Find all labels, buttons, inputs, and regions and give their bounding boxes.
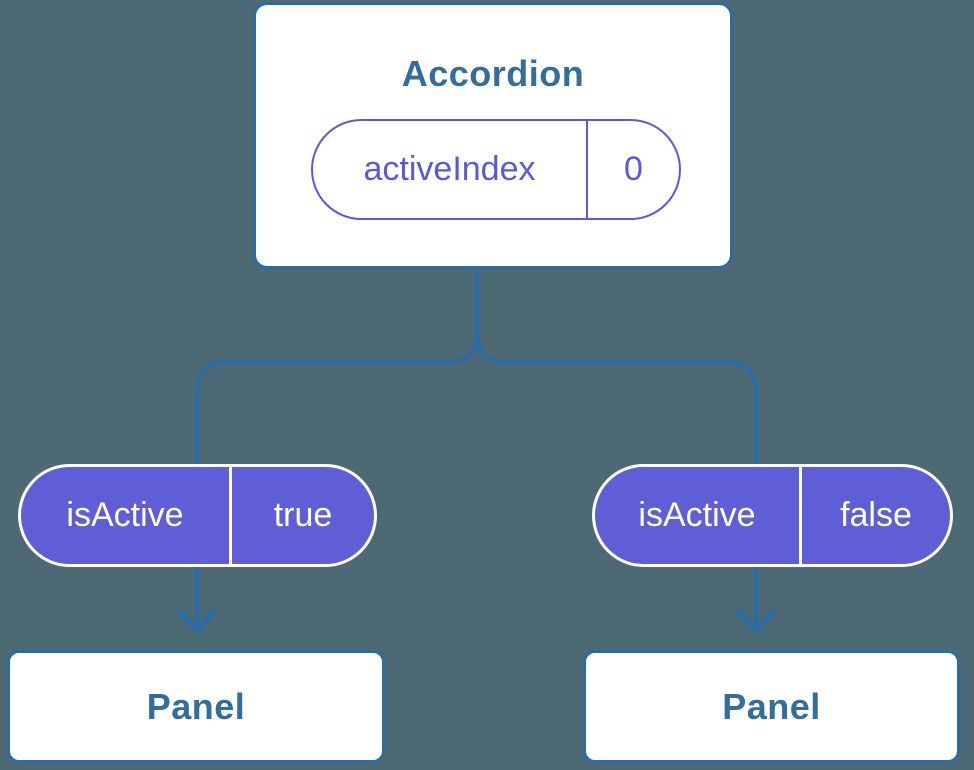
branch-line-right: [474, 264, 759, 626]
prop-value-label: true: [273, 496, 333, 534]
prop-name-label: isActive: [595, 467, 802, 564]
prop-value-label: false: [840, 496, 912, 534]
accordion-component-box: Accordion activeIndex 0: [253, 2, 733, 269]
state-pill-activeindex: activeIndex 0: [311, 119, 681, 220]
prop-pill-isactive-false: isActive false: [592, 464, 953, 567]
branch-line-left: [194, 264, 480, 626]
panel-title: Panel: [722, 685, 821, 727]
state-value-label: 0: [624, 150, 643, 188]
panel-component-box-right: Panel: [583, 650, 960, 763]
prop-name-label: isActive: [21, 467, 232, 564]
arrow-down-icon: [177, 609, 217, 633]
panel-component-box-left: Panel: [7, 650, 385, 763]
arrow-down-icon: [736, 609, 776, 633]
accordion-title: Accordion: [401, 53, 585, 94]
state-name-label: activeIndex: [313, 121, 588, 218]
prop-pill-isactive-true: isActive true: [18, 464, 377, 567]
panel-title: Panel: [146, 685, 246, 727]
